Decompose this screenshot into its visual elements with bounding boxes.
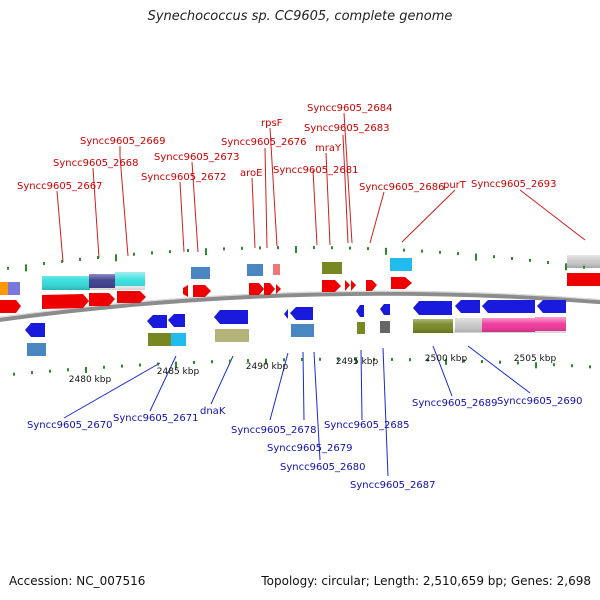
bottom-ticks (13, 357, 591, 376)
gene-label: Syncc9605_2673 (154, 152, 240, 163)
top-ticks (7, 246, 585, 272)
gene-label: Syncc9605_2671 (113, 413, 199, 424)
scale-label: 2500 kbp (425, 354, 468, 364)
scale-label: 2495 kbp (336, 357, 379, 367)
scale-label: 2490 kbp (246, 362, 289, 372)
gene-label: rpsF (261, 118, 283, 129)
accession-label: Accession: NC_007516 (9, 574, 146, 588)
gene-label: mraY (315, 143, 342, 154)
gene-label: Syncc9605_2668 (53, 158, 139, 169)
top-leader-lines (56, 112, 586, 263)
gene-label: Syncc9605_2686 (359, 182, 445, 193)
scale-label: 2505 kbp (514, 354, 557, 364)
gene-label: Syncc9605_2680 (280, 462, 366, 473)
gene-label: Syncc9605_2676 (221, 137, 307, 148)
scale-label: 2485 kbp (157, 367, 200, 377)
gene-label: dnaK (200, 406, 226, 417)
gene-label: Syncc9605_2678 (231, 425, 317, 436)
scale-label: 2480 kbp (69, 375, 112, 385)
gene-label: Syncc9605_2693 (471, 179, 557, 190)
gene-label: Syncc9605_2681 (273, 165, 359, 176)
gene-gloss (42, 255, 600, 333)
gene-label: Syncc9605_2667 (17, 181, 103, 192)
bottom-gene-labels: Syncc9605_2670 Syncc9605_2671 dnaK Syncc… (27, 396, 583, 491)
genome-backbone (0, 290, 600, 322)
gene-label: Syncc9605_2669 (80, 136, 166, 147)
gene-label: Syncc9605_2683 (304, 123, 390, 134)
gene-label: Syncc9605_2687 (350, 480, 436, 491)
gene-label: Syncc9605_2684 (307, 103, 393, 114)
top-gene-labels: Syncc9605_2667 Syncc9605_2668 Syncc9605_… (17, 103, 557, 193)
bottom-leader-lines (63, 345, 531, 477)
scale-labels: 2480 kbp 2485 kbp 2490 kbp 2495 kbp 2500… (69, 354, 557, 385)
map-title: Synechococcus sp. CC9605, complete genom… (147, 9, 453, 24)
gene-label: aroE (240, 168, 262, 179)
gene-label: Syncc9605_2679 (267, 443, 353, 454)
gene-label: Syncc9605_2690 (497, 396, 583, 407)
gene-label: Syncc9605_2689 (412, 398, 498, 409)
gene-label: Syncc9605_2670 (27, 420, 113, 431)
gene-label: Syncc9605_2672 (141, 172, 227, 183)
gene-label: purT (443, 180, 467, 191)
gene-label: Syncc9605_2685 (324, 420, 410, 431)
topology-label: Topology: circular; Length: 2,510,659 bp… (261, 574, 591, 588)
